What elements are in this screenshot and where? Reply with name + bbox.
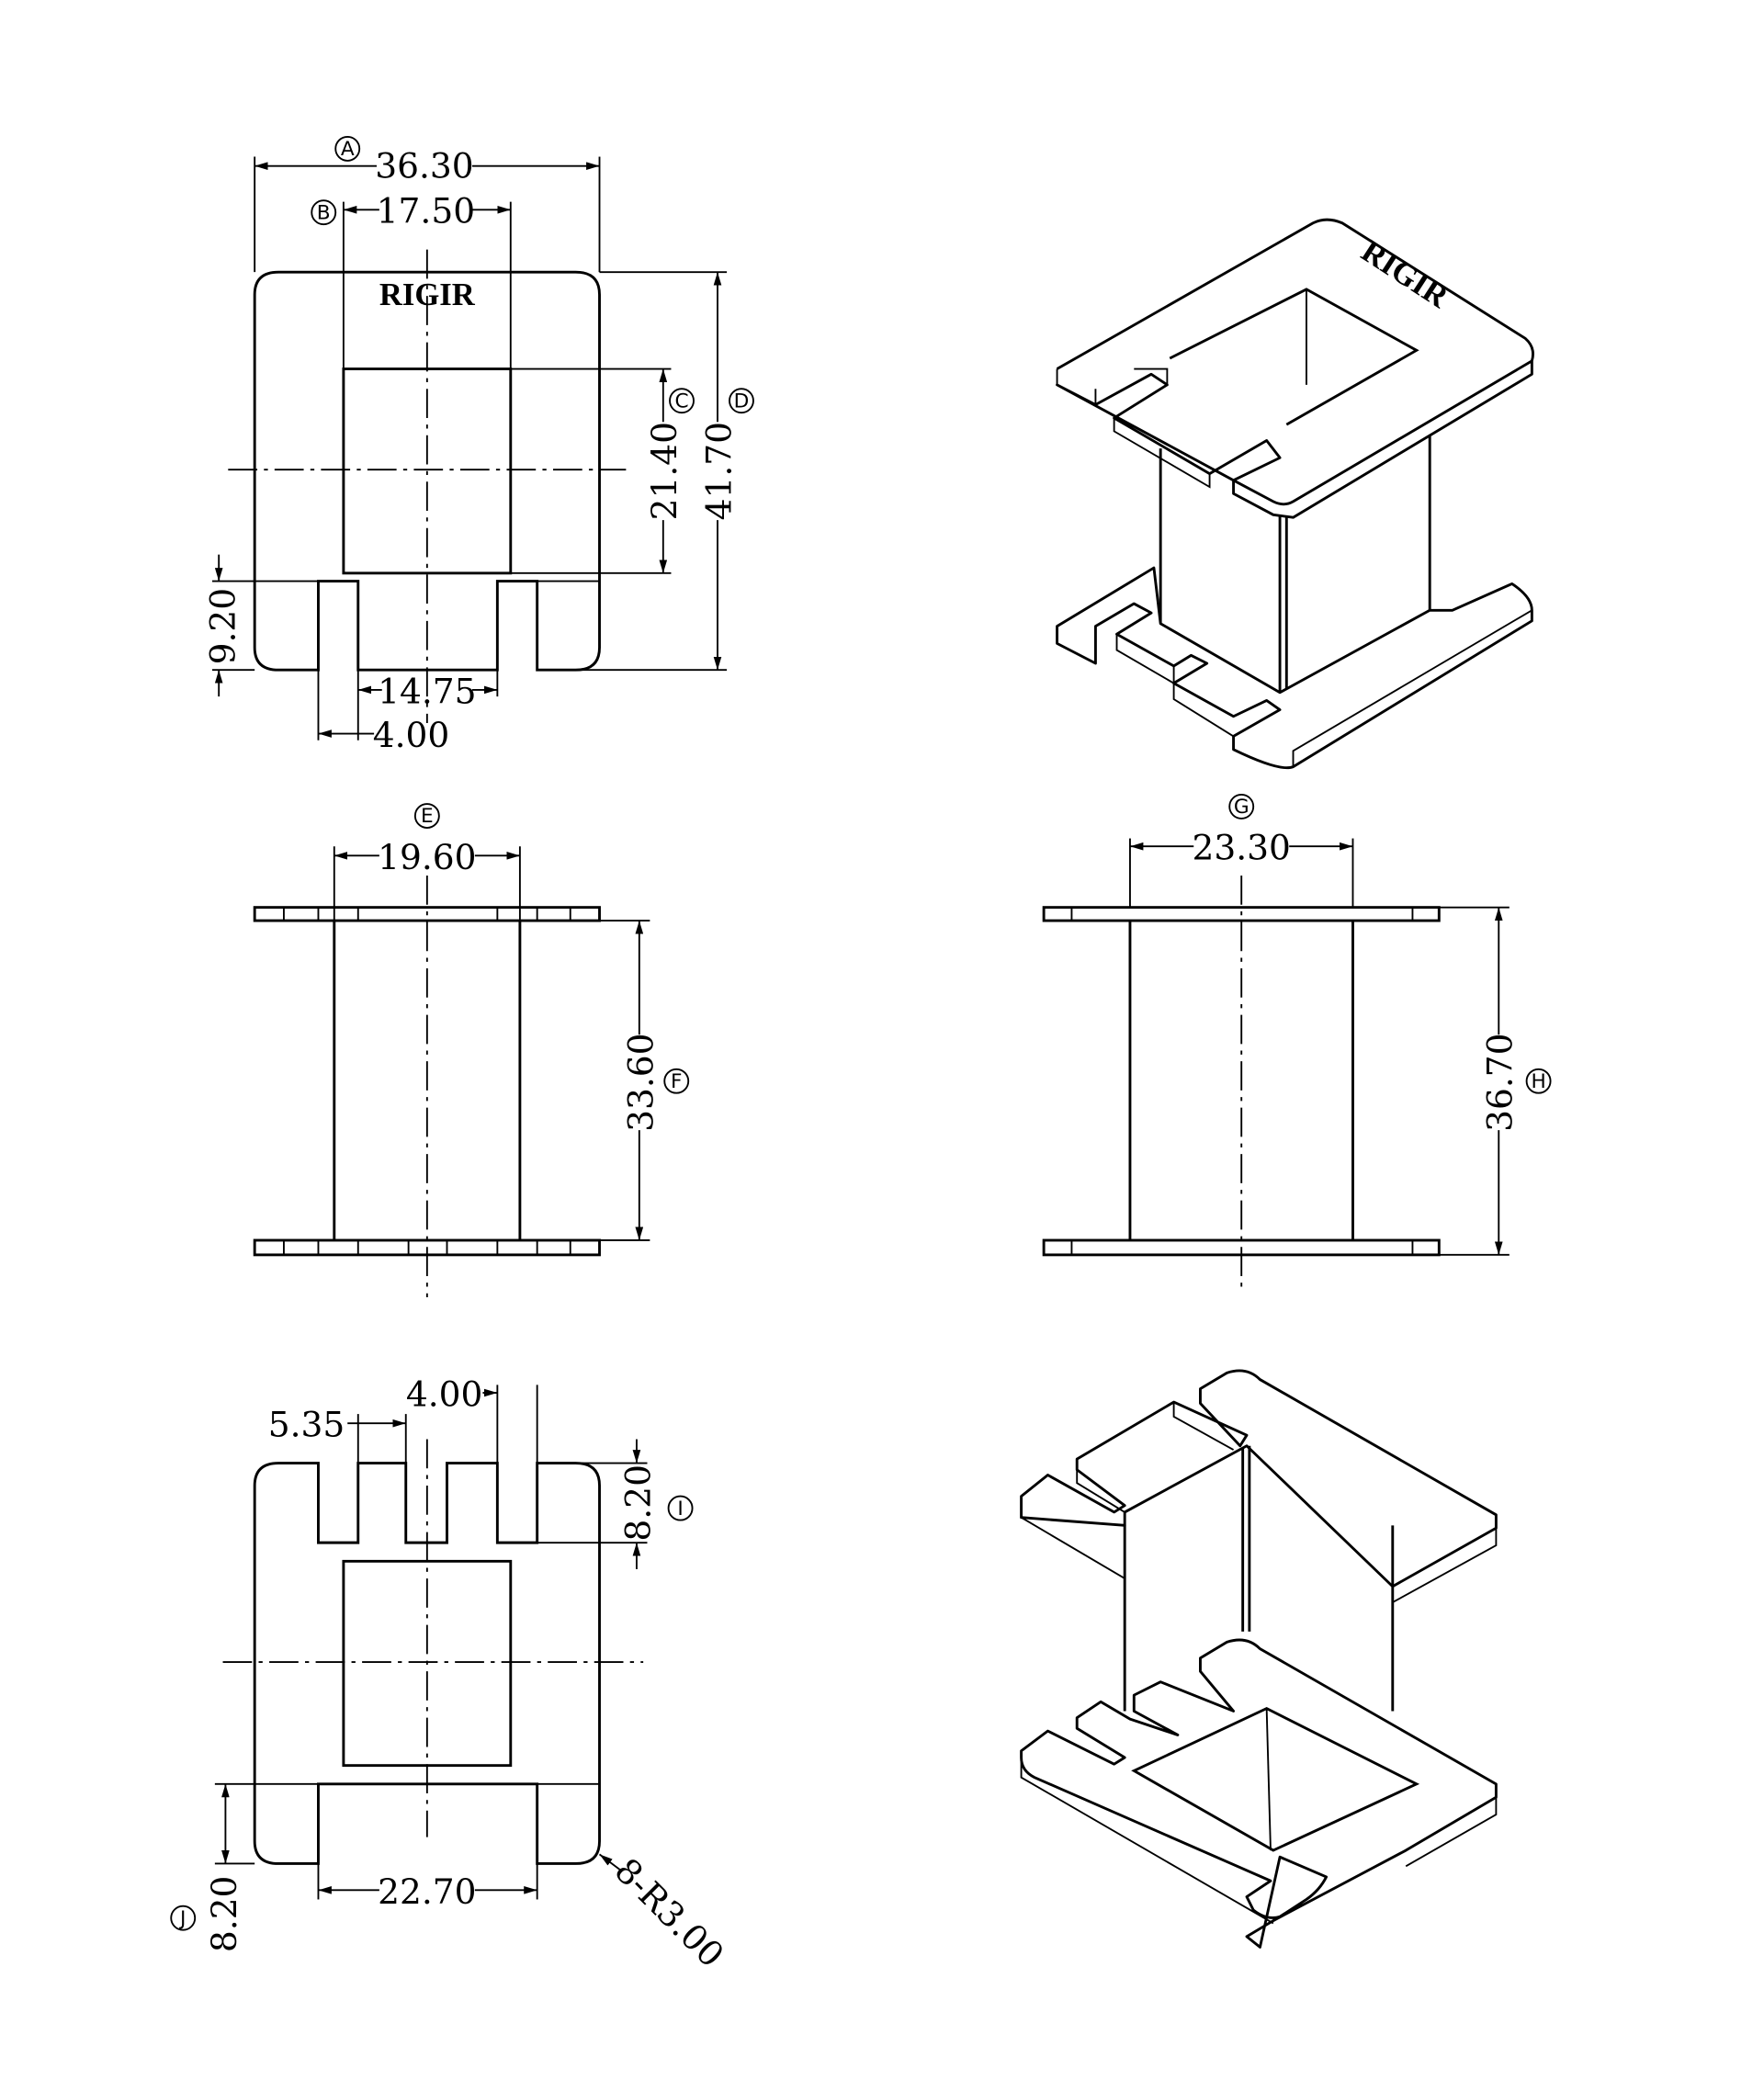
iso-bottom-flange	[1056, 566, 1533, 770]
dim-J: 8.20	[204, 1876, 244, 1953]
bottom-view-outline	[253, 1462, 601, 1865]
bottom-view: 5.35 4.00 8.20 I 8.20 J 22.70 8-R3.00	[170, 1373, 732, 1975]
dim-tab-height: 9.20	[203, 588, 243, 665]
iso-upper-flange	[1020, 1369, 1498, 1588]
dim-G: 23.30	[1193, 828, 1291, 868]
dim-C: 21.40	[644, 422, 684, 520]
dim-A: 36.30	[375, 146, 473, 187]
dim-slot-span: 14.75	[378, 671, 476, 711]
dim-I: 8.20	[617, 1464, 658, 1542]
iso-top-flange	[1056, 218, 1534, 519]
dim-B: 17.50	[377, 191, 475, 232]
dim-span: 22.70	[378, 1871, 476, 1912]
label-C: C	[674, 390, 688, 413]
label-I: I	[677, 1498, 683, 1520]
label-H: H	[1531, 1070, 1545, 1093]
dim-pin-pitch: 5.35	[268, 1405, 345, 1445]
dim-radius: 8-R3.00	[607, 1850, 732, 1975]
iso-bottom-window	[1131, 1706, 1420, 1852]
dim-pin-width: 4.00	[406, 1373, 483, 1414]
iso-lower-flange	[1020, 1638, 1498, 1949]
isometric-view-top: RIGIR	[1056, 218, 1534, 770]
iso-window	[1169, 288, 1419, 426]
dim-D: 41.70	[698, 422, 739, 520]
dim-H: 36.70	[1480, 1033, 1521, 1131]
label-G: G	[1234, 796, 1250, 819]
top-view-outline	[253, 270, 601, 672]
label-E: E	[421, 805, 434, 828]
dim-F: 33.60	[620, 1033, 661, 1131]
top-view: RIGIR 36.30 A 17.50 B 21.40 C 41.70 D 9.…	[203, 135, 754, 755]
isometric-view-bottom	[1020, 1369, 1498, 1949]
side-view-G: 23.30 G 36.70 H	[1042, 793, 1552, 1294]
side-view-E: 19.60 E 33.60 F	[253, 803, 690, 1298]
dim-slot-width: 4.00	[373, 715, 450, 755]
label-F: F	[671, 1070, 682, 1093]
label-A: A	[341, 138, 355, 161]
label-J: J	[178, 1907, 186, 1930]
label-D: D	[734, 390, 750, 413]
label-B: B	[317, 201, 331, 224]
dim-E: 19.60	[378, 837, 476, 877]
